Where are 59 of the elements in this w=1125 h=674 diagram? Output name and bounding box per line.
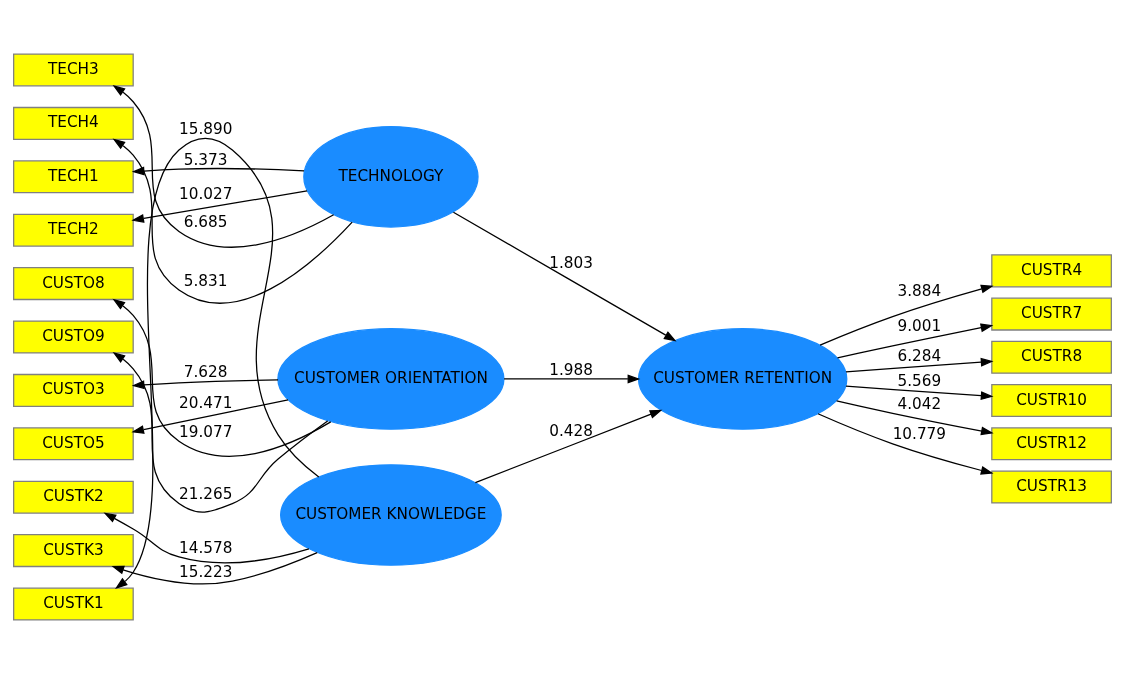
edge-label: 4.042 <box>897 394 942 413</box>
node-box: TECH1 <box>13 160 134 194</box>
edge-label: 9.001 <box>897 317 942 336</box>
node-box: CUSTR12 <box>991 427 1112 461</box>
arrow <box>836 400 994 436</box>
arrow <box>131 166 305 176</box>
node-box: CUSTR7 <box>991 297 1112 331</box>
arrow <box>819 284 994 346</box>
edge-label: 21.265 <box>178 485 233 504</box>
node-box: CUSTR8 <box>991 340 1112 374</box>
node-box: CUSTK1 <box>13 587 134 621</box>
edge-label: 10.779 <box>892 425 947 444</box>
node-box: CUSTR13 <box>991 470 1112 504</box>
arrow <box>131 190 308 223</box>
node-box: CUSTO9 <box>13 320 134 354</box>
edge-label: 1.803 <box>549 253 593 272</box>
edge-label: 0.428 <box>549 421 593 440</box>
arrow <box>112 85 335 248</box>
arrow <box>103 512 310 564</box>
arrow <box>111 551 318 585</box>
edge-label: 15.223 <box>178 562 233 581</box>
edge-label: 7.628 <box>183 363 228 382</box>
node-box: TECH4 <box>13 106 134 140</box>
arrow <box>845 357 994 373</box>
node-box: TECH3 <box>13 53 134 87</box>
arrow <box>112 352 329 513</box>
node-box: CUSTO8 <box>13 267 134 301</box>
edge-label: 1.988 <box>549 360 593 379</box>
edge-label: 5.373 <box>183 150 228 169</box>
node-box: CUSTO5 <box>13 427 134 461</box>
node-ellipse: TECHNOLOGY <box>303 125 479 228</box>
edge-label: 5.831 <box>183 271 228 290</box>
node-box: CUSTK2 <box>13 480 134 514</box>
edge-label: 6.284 <box>897 346 942 365</box>
node-box: TECH2 <box>13 213 134 247</box>
node-box: CUSTO3 <box>13 373 134 407</box>
arrow <box>474 409 663 484</box>
arrow <box>836 323 994 359</box>
edge-label: 10.027 <box>178 185 233 204</box>
node-ellipse: CUSTOMER ORIENTATION <box>277 328 505 430</box>
node-box: CUSTR10 <box>991 384 1112 418</box>
edge-label: 6.685 <box>183 213 228 232</box>
edge-label: 19.077 <box>178 422 233 441</box>
edge-label: 15.890 <box>178 120 233 139</box>
arrow <box>845 385 994 401</box>
arrow <box>503 374 641 384</box>
edge-label: 14.578 <box>178 538 233 557</box>
arrow <box>452 211 677 342</box>
node-box: CUSTK3 <box>13 534 134 568</box>
node-ellipse: CUSTOMER KNOWLEDGE <box>280 464 502 566</box>
node-box: CUSTR4 <box>991 254 1112 288</box>
edge-label: 5.569 <box>897 372 942 391</box>
arrow <box>817 413 994 475</box>
arrow <box>131 399 289 434</box>
edge-label: 3.884 <box>897 281 942 300</box>
arrow <box>112 138 353 304</box>
arrow <box>112 298 332 457</box>
arrow <box>114 137 320 590</box>
edge-label: 20.471 <box>178 393 233 412</box>
